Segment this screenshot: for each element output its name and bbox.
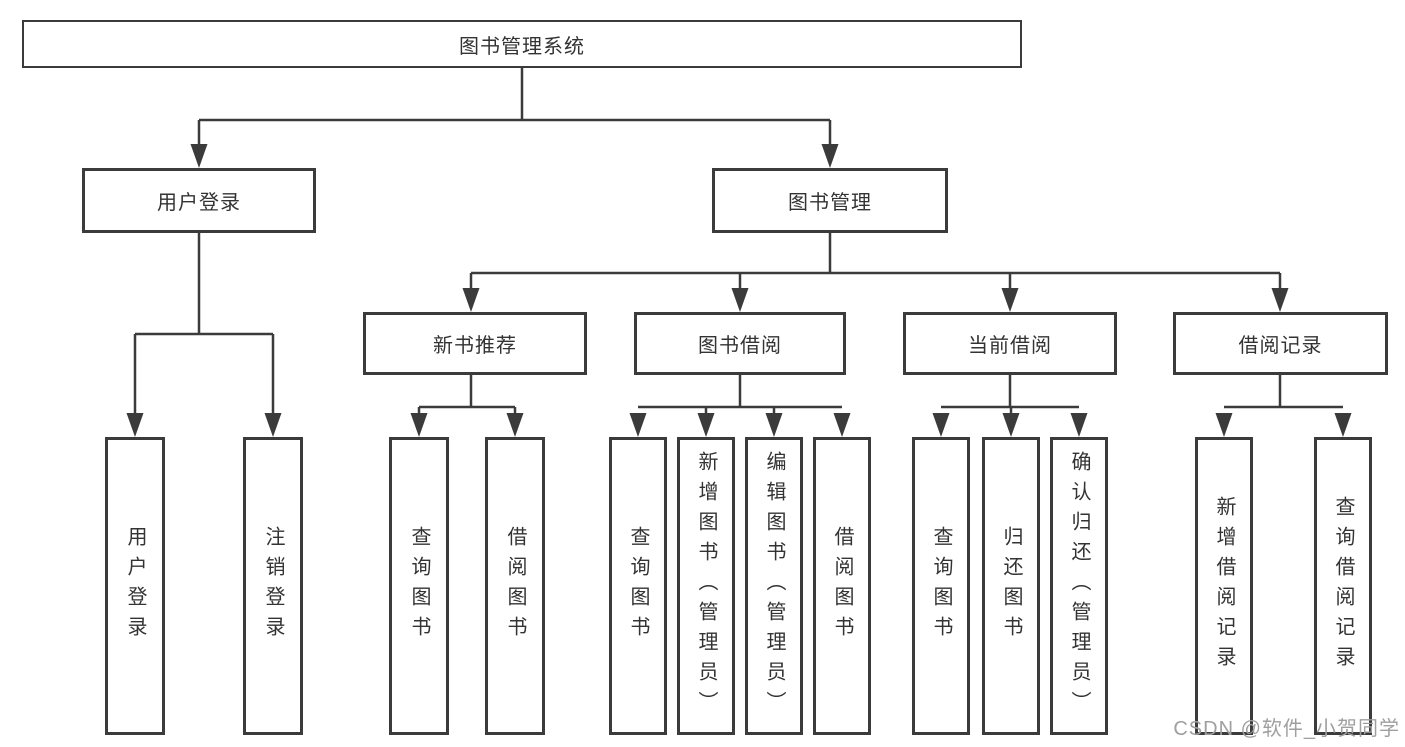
leaf-return-books-label: 归还图书 bbox=[1000, 526, 1022, 646]
leaf-edit-book-admin: 编辑图书（管理员） bbox=[745, 437, 803, 735]
node-user-login: 用户登录 bbox=[82, 168, 316, 233]
leaf-query-books-current: 查询图书 bbox=[912, 437, 970, 735]
leaf-query-borrow-record-label: 查询借阅记录 bbox=[1332, 496, 1354, 676]
leaf-user-login: 用户登录 bbox=[105, 437, 165, 735]
arrowhead-icons bbox=[126, 144, 1352, 437]
leaf-query-books-recommend-label: 查询图书 bbox=[408, 526, 430, 646]
node-borrowing-records-label: 借阅记录 bbox=[1238, 335, 1323, 357]
leaf-query-books-recommend: 查询图书 bbox=[389, 437, 449, 735]
node-book-management: 图书管理 bbox=[712, 168, 948, 233]
leaf-add-book-admin-label: 新增图书（管理员） bbox=[695, 451, 717, 721]
leaf-add-book-admin: 新增图书（管理员） bbox=[677, 437, 735, 735]
leaf-return-books: 归还图书 bbox=[982, 437, 1040, 735]
leaf-add-borrow-record: 新增借阅记录 bbox=[1195, 437, 1253, 735]
leaf-query-borrow-record: 查询借阅记录 bbox=[1314, 437, 1372, 735]
leaf-confirm-return-admin-label: 确认归还（管理员） bbox=[1068, 451, 1090, 721]
leaf-borrow-books: 借阅图书 bbox=[813, 437, 871, 735]
node-root-label: 图书管理系统 bbox=[459, 35, 585, 58]
leaf-confirm-return-admin: 确认归还（管理员） bbox=[1050, 437, 1108, 735]
node-current-borrowing-label: 当前借阅 bbox=[968, 335, 1052, 357]
leaf-borrow-books-recommend-label: 借阅图书 bbox=[504, 526, 526, 646]
leaf-query-books-borrow: 查询图书 bbox=[609, 437, 667, 735]
leaf-user-login-label: 用户登录 bbox=[124, 526, 146, 646]
csdn-watermark: CSDN @软件_小贺同学 bbox=[1173, 718, 1400, 740]
node-new-book-recommend-label: 新书推荐 bbox=[433, 335, 517, 357]
leaf-borrow-books-label: 借阅图书 bbox=[831, 526, 853, 646]
node-root-system: 图书管理系统 bbox=[22, 20, 1022, 68]
leaf-query-books-current-label: 查询图书 bbox=[930, 526, 952, 646]
node-book-borrowing: 图书借阅 bbox=[634, 312, 846, 375]
node-borrowing-records: 借阅记录 bbox=[1173, 312, 1388, 375]
node-new-book-recommend: 新书推荐 bbox=[363, 312, 587, 375]
node-user-login-label: 用户登录 bbox=[157, 192, 241, 214]
node-book-borrowing-label: 图书借阅 bbox=[698, 335, 782, 357]
leaf-logout: 注销登录 bbox=[243, 437, 303, 735]
leaf-query-books-borrow-label: 查询图书 bbox=[627, 526, 649, 646]
leaf-edit-book-admin-label: 编辑图书（管理员） bbox=[763, 451, 785, 721]
leaf-borrow-books-recommend: 借阅图书 bbox=[485, 437, 545, 735]
node-book-management-label: 图书管理 bbox=[788, 192, 872, 214]
leaf-add-borrow-record-label: 新增借阅记录 bbox=[1213, 496, 1235, 676]
node-current-borrowing: 当前借阅 bbox=[903, 312, 1117, 375]
leaf-logout-label: 注销登录 bbox=[262, 526, 284, 646]
